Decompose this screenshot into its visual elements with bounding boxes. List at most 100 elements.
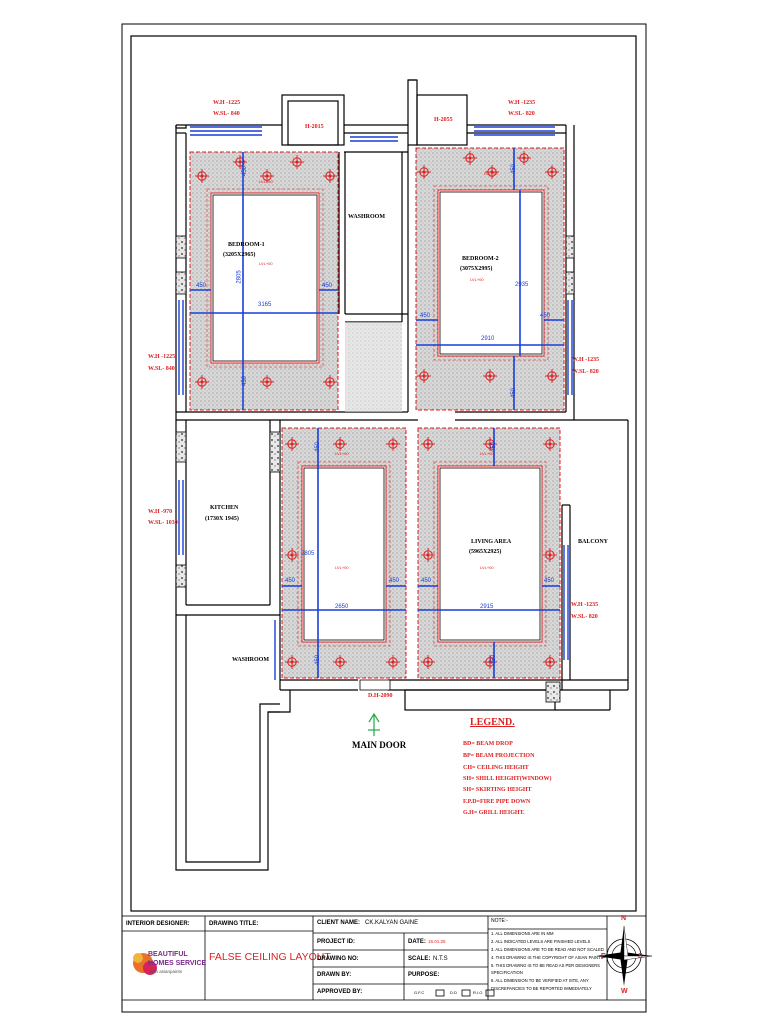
client-name-label: CLIENT NAME: xyxy=(317,920,360,926)
note-item: 6. ALL DIMENSION TO BE VERIFIED AT SITE,… xyxy=(491,978,589,983)
window-tag: W.H -1225 xyxy=(213,100,241,106)
window-tag: W.SL- 840 xyxy=(213,111,240,117)
approved-by-label: APPROVED BY: xyxy=(317,989,363,995)
dim-label: 2935 xyxy=(515,282,529,288)
legend-title: LEGEND. xyxy=(470,717,515,728)
room-size-kitchen: (1730X 1945) xyxy=(205,516,239,522)
room-label-balcony: BALCONY xyxy=(578,539,609,545)
scale-value: N.T.S xyxy=(433,956,448,962)
window-tag: W.SL- 820 xyxy=(571,614,598,620)
room-size-bedroom2: (3075X2995) xyxy=(460,266,493,272)
dim-label: 2650 xyxy=(335,604,349,610)
dim-label: 450 xyxy=(389,578,400,584)
main-door-label: MAIN DOOR xyxy=(352,740,407,750)
compass-w: W xyxy=(621,988,628,995)
note-item: DISCREPANCIES TO BE REPORTED IMMEDIATELY xyxy=(491,986,592,991)
room-size-living: (5965X2925) xyxy=(469,549,502,555)
purpose-label: PURPOSE: xyxy=(408,972,440,978)
dim-label: 450 xyxy=(540,313,551,319)
interior-designer-label: INTERIOR DESIGNER: xyxy=(126,921,190,927)
note-item: 2. ALL INDICATED LEVELS ARE FINISHED LEV… xyxy=(491,939,591,944)
note-item: SPECIFICATION xyxy=(491,970,523,975)
room-label-bedroom2: BEDROOM-2 xyxy=(462,256,499,262)
window-tag: W.H -1225 xyxy=(148,354,176,360)
window-tag: W.SL- 1030 xyxy=(148,520,178,526)
door-height-tag: D.H-2090 xyxy=(368,693,393,699)
room-label-living: LIVING AREA xyxy=(471,539,512,545)
legend-item: CH= CEILING HEIGHT xyxy=(463,765,529,771)
legend-item: SH= SHILL HEIGHT(WINDOW) xyxy=(463,776,552,782)
drawing-title: FALSE CEILING LAYOUT xyxy=(209,951,331,963)
dim-label: 450 xyxy=(322,283,333,289)
date-label: DATE: xyxy=(408,939,426,945)
room-label-washroom-top: WASHROOM xyxy=(348,214,386,220)
dim-label: 2915 xyxy=(480,604,494,610)
legend-item: BP= BEAM PROJECTION xyxy=(463,753,535,759)
dim-label: 3165 xyxy=(258,302,272,308)
level-tag: LVL+00 xyxy=(335,565,349,570)
project-id-label: PROJECT ID: xyxy=(317,939,356,945)
window-tag: W.H -1235 xyxy=(572,357,600,363)
legend-item: F.P.D=FIRE PIPE DOWN xyxy=(463,799,531,805)
legend-item: BD= BEAM DROP xyxy=(463,741,513,747)
level-tag: LVL+00 xyxy=(335,451,349,456)
drawing-title-label: DRAWING TITLE: xyxy=(209,921,259,927)
height-tag: H-2055 xyxy=(434,117,453,123)
outer-border xyxy=(121,23,647,1013)
window-tag: W.H -1235 xyxy=(571,602,599,608)
level-tag: LVL+00 xyxy=(480,451,494,456)
dim-label: 2910 xyxy=(481,336,495,342)
main-door-opening xyxy=(359,679,391,691)
window-tag: W.SL- 840 xyxy=(148,366,175,372)
compass-n: N xyxy=(621,915,627,922)
columns xyxy=(175,235,575,703)
logo-line2: HOMES SERVICE xyxy=(148,960,207,967)
date-value: 15.01.25 xyxy=(428,939,446,944)
dim-label: 450 xyxy=(196,283,207,289)
scale-label: SCALE: xyxy=(408,956,431,962)
brand-logo xyxy=(126,934,201,994)
notes-label: NOTE:- xyxy=(491,918,508,924)
note-item: 4. THIS DRAWING IS THE COPYRIGHT OF ASIA… xyxy=(491,955,604,960)
purpose-option: R.I.O xyxy=(473,990,483,995)
height-tag: H-2015 xyxy=(305,124,324,130)
window-tag: W.SL- 820 xyxy=(572,369,599,375)
purpose-option: D.D xyxy=(450,990,457,995)
room-size-bedroom1: (3205X2965) xyxy=(223,252,256,258)
room-inner-frames xyxy=(212,191,543,641)
dim-label: 450 xyxy=(544,578,555,584)
inner-border xyxy=(130,35,637,912)
dim-label: 450 xyxy=(420,313,431,319)
legend-item: G.H= GRILL HEIGHT. xyxy=(463,810,525,816)
client-name-value: CK.KALYAN GAINE xyxy=(365,920,419,926)
purpose-option: G.F.C xyxy=(414,990,425,995)
level-tag: LVL+00 xyxy=(484,171,498,176)
room-label-kitchen: KITCHEN xyxy=(210,505,239,511)
note-item: 5. THIS DRAWING IS TO BE READ AS PER DES… xyxy=(491,963,600,968)
dim-label: 450 xyxy=(421,578,432,584)
legend-item: SH= SKIRTING HEIGHT xyxy=(463,787,532,793)
drawing-no-label: DRAWING NO: xyxy=(317,956,359,962)
window-tag: W.SL- 820 xyxy=(508,111,535,117)
window-tag: W.H -1235 xyxy=(508,100,536,106)
compass-s: S xyxy=(638,953,643,960)
room-label-bedroom1: BEDROOM-1 xyxy=(228,242,265,248)
washroom-floor xyxy=(345,322,402,412)
room-label-washroom-bottom: WASHROOM xyxy=(232,657,270,663)
logo-line1: BEAUTIFUL xyxy=(148,951,188,958)
compass-e: E xyxy=(601,953,606,960)
logo-line3: with asianpaints xyxy=(150,969,183,974)
level-tag: LVL+00 xyxy=(259,261,273,266)
window-tag: W.H -970 xyxy=(148,509,173,515)
dim-label: 2805 xyxy=(301,551,315,557)
level-tag: LVL+00 xyxy=(480,565,494,570)
compass-rose xyxy=(596,925,653,986)
dim-label: 450 xyxy=(285,578,296,584)
level-tag: LVL+00 xyxy=(259,179,273,184)
level-tag: LVL+00 xyxy=(470,277,484,282)
windows xyxy=(178,126,573,680)
note-item: 1. ALL DIMENSIONS ARE IN MM xyxy=(491,931,554,936)
main-door-arrow xyxy=(368,712,380,736)
